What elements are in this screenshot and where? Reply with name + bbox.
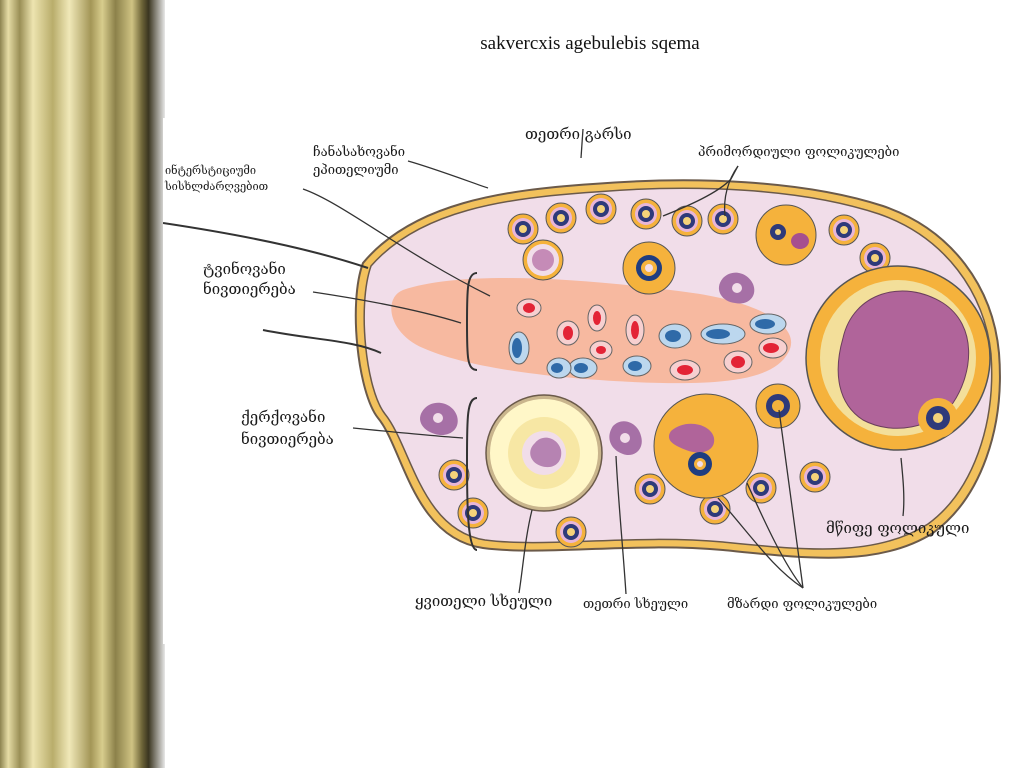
growing-follicle-group [653, 383, 801, 499]
label-medulla-2: ნივთიერება [203, 280, 296, 298]
small-follicle-group [522, 204, 817, 295]
label-cortex-1: ქერქოვანი [241, 408, 325, 426]
decorative-pillar [0, 0, 165, 768]
ovary-diagram: თეთრი გარსი ჩანასახოვანი ეპითელიუმი ინტე… [163, 118, 1001, 644]
mesovarium-line [163, 222, 369, 269]
corpus-luteum [485, 394, 603, 512]
leader-lines [302, 128, 905, 595]
label-mature-follicle: მწიფე ფოლიკული [826, 519, 969, 537]
mesovarium-line [262, 329, 382, 354]
blood-vessels [508, 298, 788, 381]
label-tunica-albuginea: თეთრი გარსი [525, 125, 632, 143]
label-germinal-epithelium-1: ჩანასახოვანი [313, 144, 405, 160]
medulla-region [391, 278, 792, 384]
label-growing-follicles: მზარდი ფოლიკულები [727, 597, 877, 612]
corpus-albicans [420, 272, 755, 456]
label-interstitial-1: ინტერსტიციუმი [165, 164, 256, 177]
label-germinal-epithelium-2: ეპითელიუმი [313, 163, 399, 178]
region-brackets [466, 272, 478, 551]
label-cortex-2: ნივთიერება [241, 430, 334, 448]
label-primordial-follicles: პრიმორდიული ფოლიკულები [698, 145, 899, 160]
label-corpus-albicans: თეთრი სხეული [583, 597, 688, 612]
slide-title: sakvercxis agebulebis sqema [480, 33, 700, 54]
label-corpus-luteum: ყვითელი სხეული [415, 592, 552, 610]
mature-follicle [805, 265, 991, 451]
label-interstitial-2: სისხლძარღვებით [164, 180, 268, 193]
label-medulla-1: ტვინოვანი [203, 260, 286, 278]
